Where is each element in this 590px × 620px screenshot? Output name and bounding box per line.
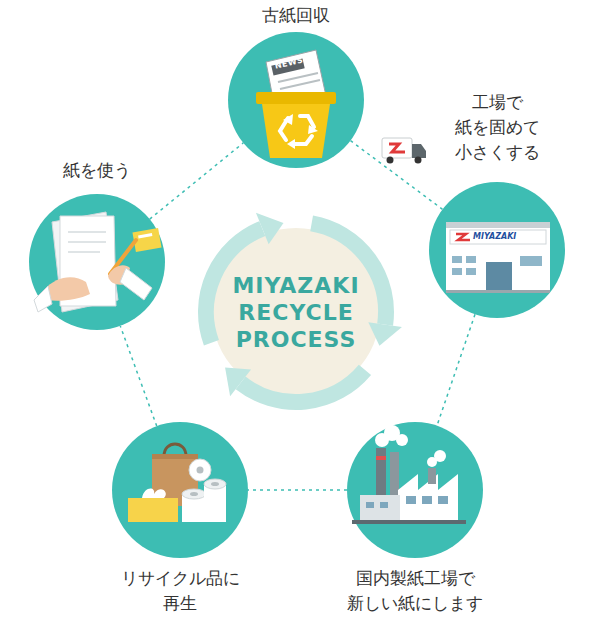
company-building [446,222,550,293]
dashed-connector [120,326,156,426]
step-circle: 工場で 紙を固めて 小さくする [429,182,565,318]
step-circle: 国内製紙工場で 新しい紙にします [347,422,483,558]
step-label: 国内製紙工場で 新しい紙にします [347,566,483,616]
step-label: 工場で 紙を固めて 小さくする [455,90,540,165]
recycled-goods [128,444,226,522]
step-circles [29,32,565,558]
paper-writing [34,212,162,312]
recycle-arrowhead [256,213,284,245]
center-circle: MIYAZAKI RECYCLE PROCESS [212,228,380,396]
center-title: MIYAZAKI RECYCLE PROCESS [232,272,359,353]
step-circle: 紙を使う [29,194,165,330]
truck [382,138,426,164]
dashed-connector [437,314,475,425]
dashed-connector [350,141,442,210]
step-circle: 古紙回収 [228,32,364,168]
recycle-arrows [206,213,402,402]
dashed-connector [248,489,347,491]
recycle-bin [256,50,336,158]
paper-mill [352,425,466,524]
recycle-arrowhead [225,367,251,396]
newspaper-title: NEWS [274,56,304,72]
recycle-arrow [241,370,365,402]
recycle-arrowhead [368,322,402,346]
step-circle: リサイクル品に 再生 [112,422,248,558]
step-label: 古紙回収 [262,3,330,28]
step-label: 紙を使う [63,158,131,183]
dashed-connector [150,143,244,219]
company-sign: MIYAZAKI [473,232,516,242]
step-label: リサイクル品に 再生 [121,566,240,616]
